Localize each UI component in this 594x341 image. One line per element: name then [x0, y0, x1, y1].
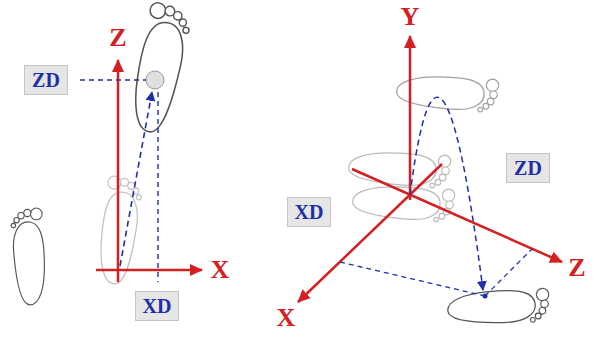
y-axis-3d	[409, 36, 412, 200]
coordinate-box: ZD	[24, 65, 68, 95]
coordinate-box: XD	[287, 197, 332, 227]
axis-label: X	[211, 256, 230, 285]
axis-label: X	[277, 304, 296, 333]
swing-foot	[397, 77, 499, 112]
coordinate-label: XD	[143, 294, 172, 318]
left-foot	[11, 208, 44, 305]
start-feet	[349, 153, 455, 222]
xd-projection	[340, 262, 485, 296]
x-axis	[96, 269, 202, 272]
coordinate-box: ZD	[506, 153, 550, 183]
axis-label: Z	[109, 24, 126, 53]
step-vector	[120, 92, 152, 266]
axis-label: Z	[568, 254, 585, 283]
coordinate-label: ZD	[514, 156, 542, 180]
swing-trajectory	[410, 97, 483, 290]
zd-projection	[485, 249, 532, 296]
lifted-foot	[130, 1, 192, 135]
axis-label: Y	[401, 3, 420, 32]
zd-leader	[80, 79, 146, 80]
coordinate-label: XD	[295, 200, 324, 224]
coordinate-label: ZD	[32, 68, 60, 92]
coordinate-box: XD	[135, 291, 180, 321]
z-axis	[117, 60, 120, 282]
landing-foot	[446, 285, 551, 331]
xd-leader	[157, 92, 158, 282]
